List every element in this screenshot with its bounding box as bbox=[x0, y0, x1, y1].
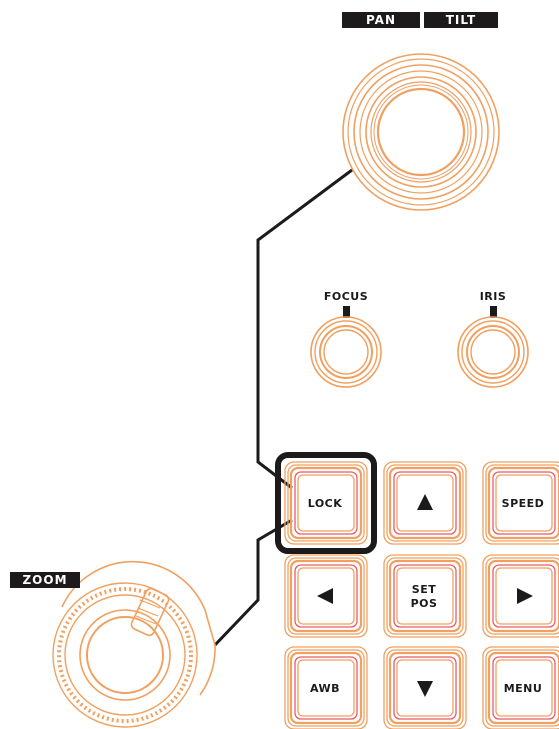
left-arrow-button[interactable] bbox=[284, 554, 368, 638]
tilt-label: TILT bbox=[424, 12, 498, 28]
pan-label: PAN bbox=[342, 12, 420, 28]
pan-tilt-joystick[interactable] bbox=[342, 53, 500, 211]
focus-knob[interactable] bbox=[310, 306, 382, 388]
menu-button[interactable] bbox=[482, 646, 559, 729]
right-arrow-button[interactable] bbox=[482, 554, 559, 638]
triangle-down-icon bbox=[417, 681, 433, 697]
set-pos-button[interactable] bbox=[383, 554, 467, 638]
zoom-label: ZOOM bbox=[10, 572, 80, 588]
joystick-leader-line bbox=[256, 168, 353, 490]
awb-button[interactable] bbox=[284, 646, 368, 729]
triangle-up-icon bbox=[417, 494, 433, 510]
lock-button[interactable] bbox=[275, 452, 377, 554]
down-arrow-button[interactable] bbox=[383, 646, 467, 729]
iris-knob[interactable] bbox=[457, 306, 529, 388]
speed-button[interactable] bbox=[482, 461, 559, 545]
triangle-right-icon bbox=[517, 588, 533, 604]
focus-label: FOCUS bbox=[323, 290, 369, 303]
iris-label: IRIS bbox=[479, 290, 507, 303]
triangle-left-icon bbox=[317, 588, 333, 604]
zoom-knob[interactable] bbox=[52, 560, 216, 728]
up-arrow-button[interactable] bbox=[383, 461, 467, 545]
